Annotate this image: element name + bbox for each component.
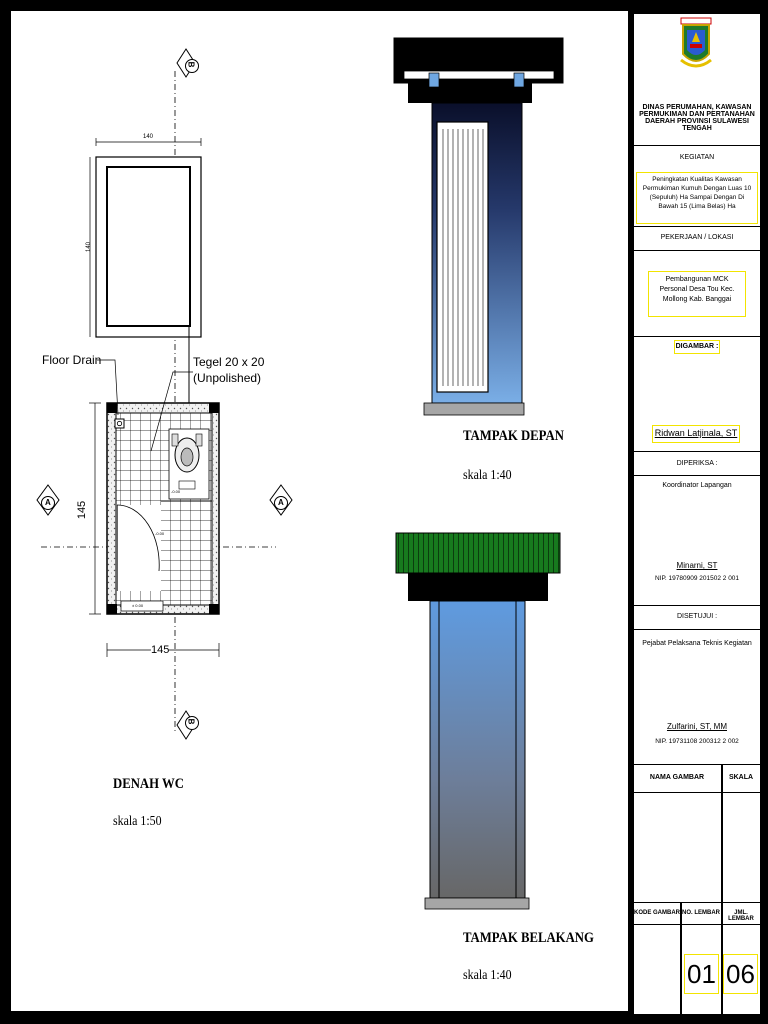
jml-lembar-value: 06 (723, 954, 758, 994)
jml-lembar-label: JML. LEMBAR (728, 910, 754, 922)
section-marker-b-bottom (176, 710, 199, 740)
digambar-value-cell: Ridwan Latjinala, ST (634, 358, 760, 448)
diperiksa-label-cell: DIPERIKSA : (634, 451, 760, 475)
column-tr (209, 403, 219, 413)
diperiksa-name: Minarni, ST (676, 561, 718, 570)
dim-top-height: 140 (86, 241, 93, 253)
front-elevation (393, 37, 564, 416)
floor-drain-label: Floor Drain (42, 353, 102, 367)
door-note: ± 0.00 (132, 603, 144, 608)
dim-top-width: 140 (143, 134, 154, 140)
section-b-bottom-letter: B (186, 718, 196, 725)
kode-header: KODE GAMBAR NO. LEMBAR JML. LEMBAR (634, 902, 760, 924)
pekerjaan-label: PEKERJAAN / LOKASI (660, 234, 734, 241)
nama-gambar-label: NAMA GAMBAR (649, 774, 705, 781)
tegel-label-line1: Tegel 20 x 20 (193, 355, 265, 369)
diperiksa-role: Koordinator Lapangan (662, 482, 732, 489)
section-a-left-letter: A (45, 498, 51, 507)
section-marker-a-right (269, 484, 293, 516)
septic-tank-inner (106, 166, 191, 327)
rear-fascia (408, 573, 548, 601)
kegiatan-value: Peningkatan Kualitas Kawasan Permukiman … (642, 176, 752, 210)
disetujui-label-cell: DISETUJUI : (634, 605, 760, 629)
rear-roof (395, 532, 561, 574)
column-br (209, 604, 219, 614)
section-a-right-letter: A (278, 498, 284, 507)
no-lembar-label: NO. LEMBAR (682, 910, 720, 916)
front-door (436, 121, 489, 393)
agency-line1: DINAS PERUMAHAN, KAWASAN (642, 104, 752, 111)
rear-base (424, 897, 530, 910)
diperiksa-label: DIPERIKSA : (676, 460, 718, 467)
dim-side-height: 145 (76, 500, 89, 520)
agency-line2: PERMUKIMAN DAN PERTANAHAN (639, 111, 755, 118)
pekerjaan-value-cell: Pembangunan MCK Personal Desa Tou Kec. M… (634, 250, 760, 336)
kode-gambar-label: KODE GAMBAR (634, 910, 680, 916)
kode-divider-2 (721, 902, 723, 1014)
agency-name: DINAS PERUMAHAN, KAWASAN PERMUKIMAN DAN … (634, 104, 760, 132)
front-elevation-scale: skala 1:40 (463, 468, 512, 483)
plan-scale: skala 1:50 (113, 814, 162, 829)
pekerjaan-label-cell: PEKERJAAN / LOKASI (634, 226, 760, 250)
kegiatan-label-cell: KEGIATAN (634, 145, 760, 169)
disetujui-cell: Pejabat Pelaksana Teknis Kegiatan Zulfar… (634, 629, 760, 763)
nama-skala-header: NAMA GAMBAR SKALA (634, 764, 760, 792)
dim-bottom-width: 145 (151, 644, 170, 656)
drawing-svg (36, 37, 564, 910)
front-elevation-title: TAMPAK DEPAN (463, 428, 564, 444)
door-swing (116, 504, 160, 572)
diperiksa-cell: Koordinator Lapangan Minarni, ST NIP. 19… (634, 475, 760, 603)
skala-label: SKALA (728, 774, 754, 781)
coat-of-arms-logo (680, 17, 712, 68)
kegiatan-label: KEGIATAN (679, 154, 715, 161)
drawing-area: Floor Drain Tegel 20 x 20 (Unpolished) 1… (11, 11, 628, 1011)
kode-divider-1 (680, 902, 682, 1014)
agency-line3: DAERAH PROVINSI SULAWESI TENGAH (645, 118, 749, 132)
level-note-2: -0.00 (155, 531, 165, 536)
section-marker-a-left (36, 484, 60, 516)
pekerjaan-value: Pembangunan MCK Personal Desa Tou Kec. M… (648, 271, 746, 317)
leader-tegel (150, 371, 193, 452)
column-tl (107, 403, 117, 413)
disetujui-nip: NIP. 19731108 200312 2 002 (655, 738, 739, 745)
disetujui-name: Zulfarini, ST, MM (666, 722, 727, 731)
plan-drawing (36, 48, 293, 740)
kode-body: 01 06 (634, 924, 760, 1014)
tb-divider (721, 764, 723, 902)
tegel-label-line2: (Unpolished) (193, 371, 262, 385)
digambar-label: DIGAMBAR : (674, 340, 720, 354)
floor-drain-icon (114, 418, 125, 429)
nama-skala-body (634, 792, 760, 902)
rear-wall (429, 600, 526, 899)
disetujui-role: Pejabat Pelaksana Teknis Kegiatan (642, 640, 752, 647)
section-marker-b-top (176, 48, 199, 78)
rear-elevation-scale: skala 1:40 (463, 968, 512, 983)
diperiksa-nip: NIP. 19780909 201502 2 001 (654, 575, 740, 582)
disetujui-label: DISETUJUI : (676, 613, 718, 620)
front-base (423, 402, 525, 416)
level-note-1: -0.00 (171, 489, 181, 494)
column-bl (107, 604, 117, 614)
section-b-top-letter: B (186, 61, 196, 68)
kegiatan-value-box: Peningkatan Kualitas Kawasan Permukiman … (636, 172, 758, 224)
rear-elevation (395, 532, 561, 910)
no-lembar-value: 01 (684, 954, 719, 994)
leader-floor-drain (97, 359, 119, 416)
digambar-label-cell: DIGAMBAR : (634, 336, 760, 358)
digambar-value: Ridwan Latjinala, ST (652, 425, 740, 443)
plan-title: DENAH WC (113, 776, 184, 792)
rear-elevation-title: TAMPAK BELAKANG (463, 930, 594, 946)
title-block: DINAS PERUMAHAN, KAWASAN PERMUKIMAN DAN … (634, 14, 760, 1014)
squat-toilet-icon (168, 428, 210, 500)
